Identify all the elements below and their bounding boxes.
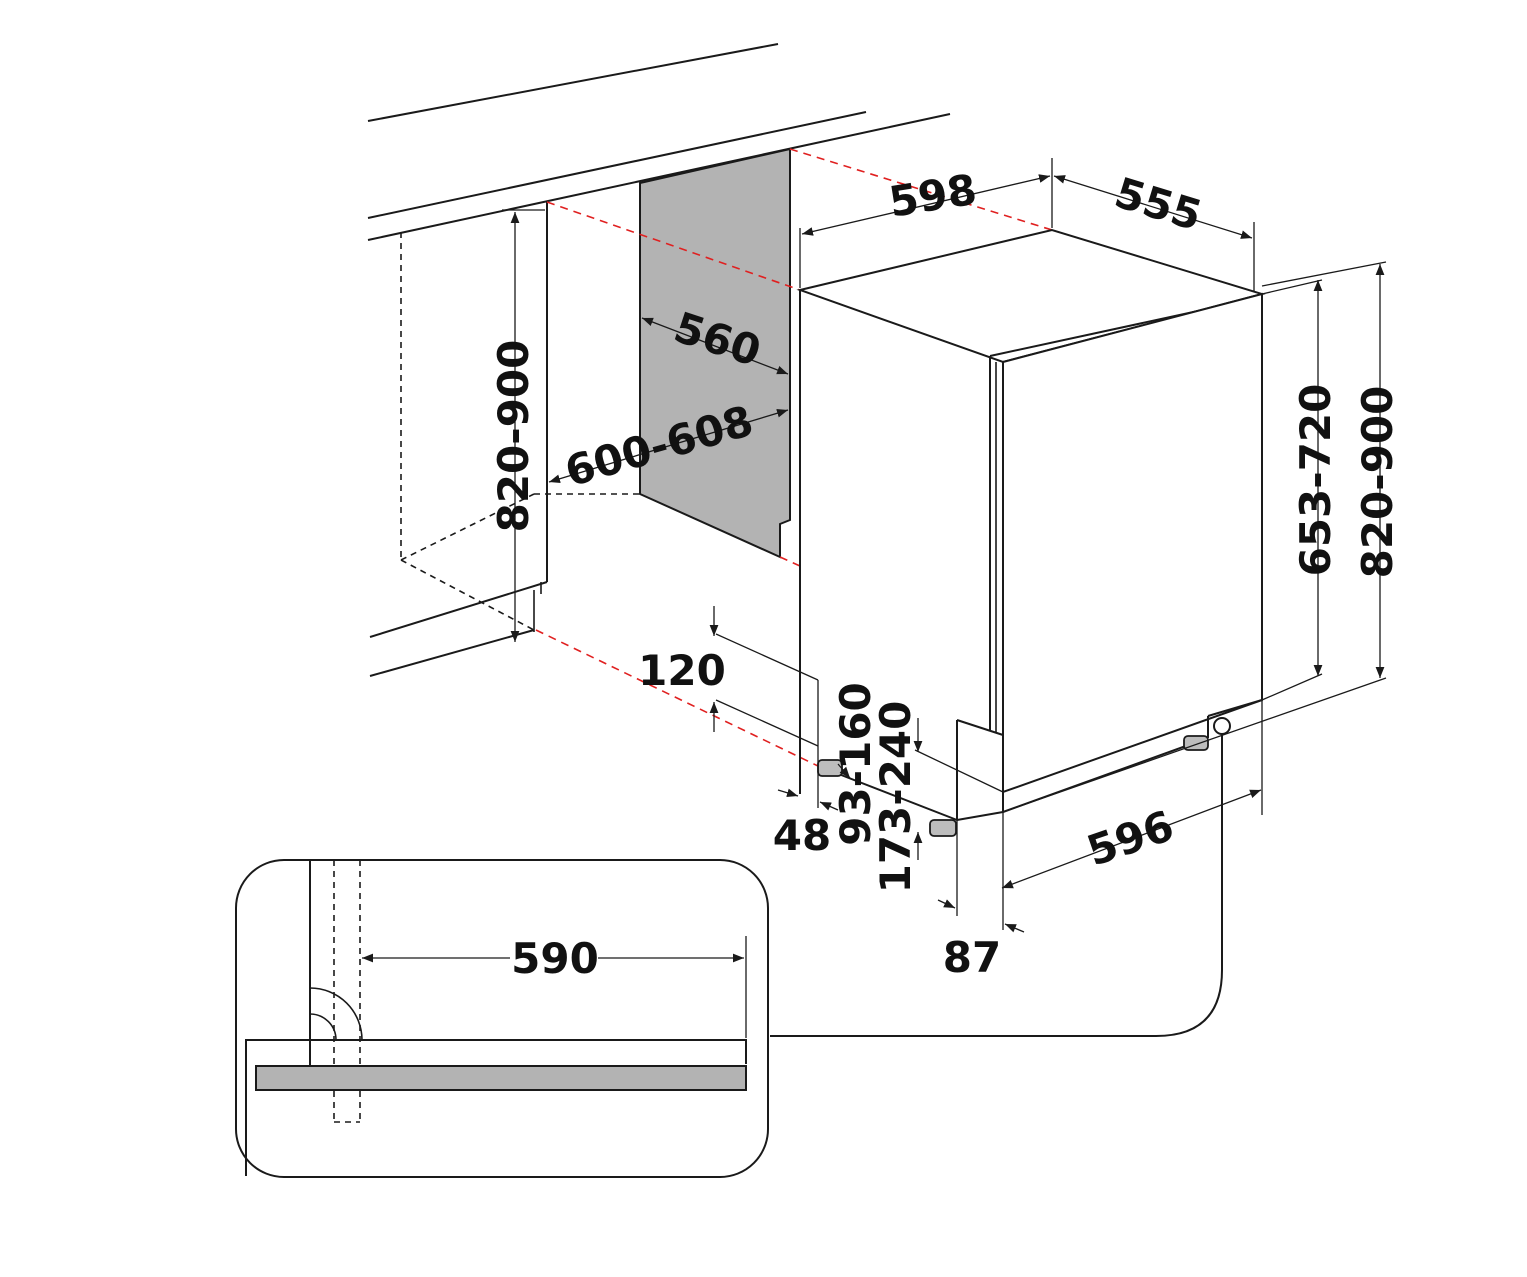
- label-120: 120: [638, 646, 726, 695]
- label-48: 48: [773, 811, 831, 860]
- label-590: 590: [511, 934, 599, 983]
- label-596: 596: [1081, 801, 1180, 876]
- detail-inset: [235, 734, 1223, 1178]
- label-653-720: 653-720: [1291, 384, 1340, 577]
- detail-marker-circle: [1213, 717, 1231, 735]
- label-598: 598: [886, 165, 980, 227]
- adjustable-feet: [817, 735, 1209, 837]
- dimension-lines: [502, 158, 1387, 933]
- label-555: 555: [1109, 168, 1207, 240]
- label-87: 87: [943, 933, 1001, 982]
- countertop: [367, 43, 951, 241]
- dishwasher-body: [796, 228, 1266, 821]
- label-173-240: 173-240: [871, 701, 920, 894]
- label-820-900-right: 820-900: [1353, 386, 1402, 579]
- label-820-900-left: 820-900: [489, 340, 538, 533]
- label-93-160: 93-160: [831, 682, 880, 846]
